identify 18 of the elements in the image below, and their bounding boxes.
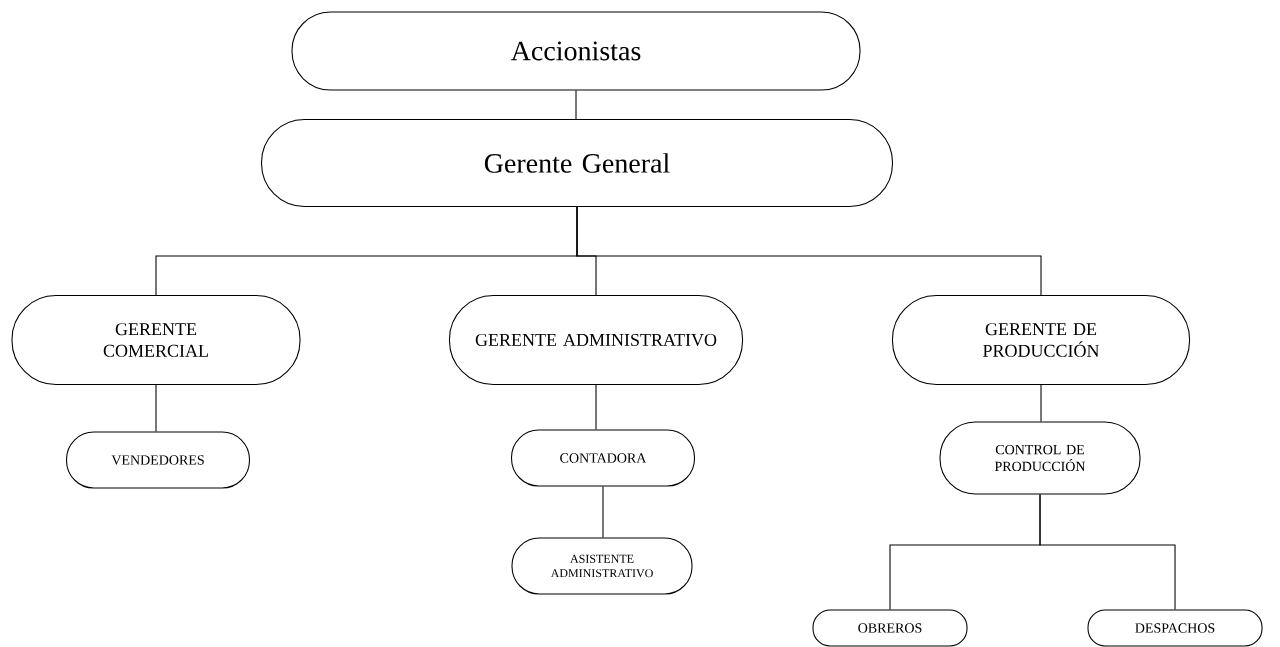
- rounded-box: ASISTENTE ADMINISTRATIVO: [511, 537, 693, 595]
- connector-line: [575, 90, 577, 120]
- rounded-box: GERENTE ADMINISTRATIVO: [448, 294, 744, 386]
- rounded-box: Gerente General: [261, 119, 893, 207]
- connector-line: [1039, 494, 1176, 610]
- rounded-box: CONTADORA: [511, 429, 695, 487]
- rounded-box: CONTROL DE PRODUCCIÓN: [939, 421, 1141, 495]
- rounded-box: GERENTE COMERCIAL: [11, 294, 301, 386]
- connector-line: [155, 384, 157, 432]
- rounded-box: DESPACHOS: [1087, 609, 1263, 647]
- rounded-box: VENDEDORES: [66, 431, 250, 489]
- rounded-box: Accionistas: [291, 11, 861, 91]
- connector-line: [602, 486, 604, 538]
- rounded-box: OBREROS: [812, 609, 968, 647]
- connector-line: [1040, 384, 1042, 422]
- connector-line: [595, 384, 597, 430]
- connector-line: [576, 206, 1042, 296]
- rounded-box: GERENTE DE PRODUCCIÓN: [891, 294, 1191, 386]
